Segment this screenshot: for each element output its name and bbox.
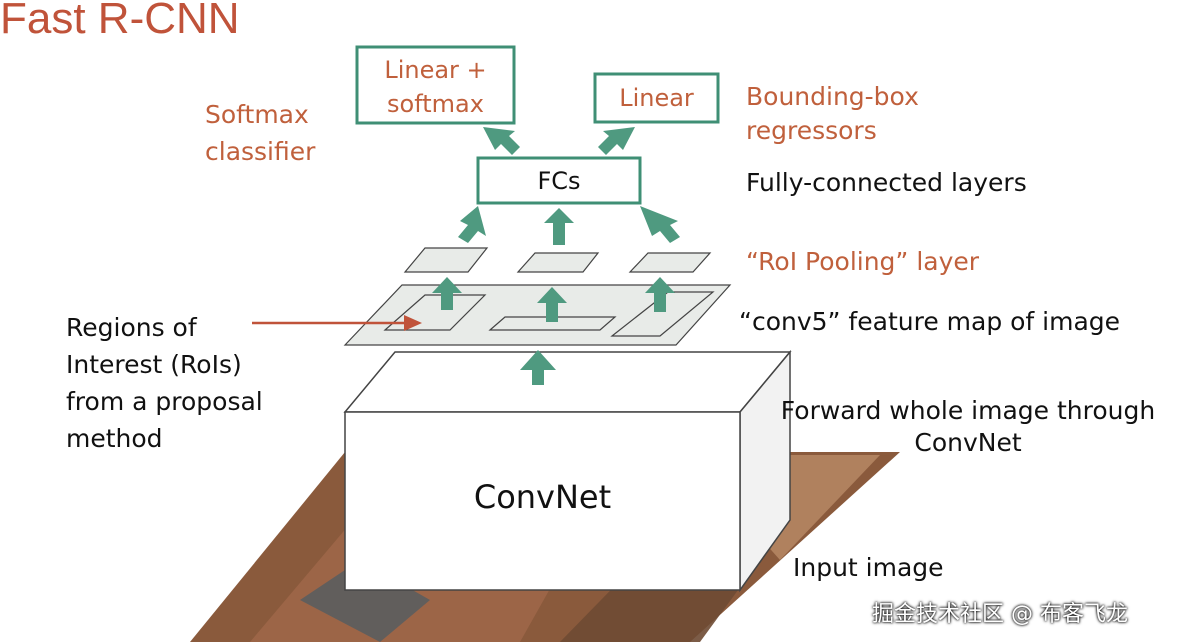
arrow-up-icon (598, 127, 635, 155)
fcs-box (476, 156, 642, 205)
fcs-label: FCs (537, 167, 581, 195)
regions-of-interest-label: Regions of Interest (RoIs) from a propos… (66, 313, 263, 453)
roi-pooling-tiles (403, 247, 712, 273)
roi-region-3 (610, 291, 715, 337)
arrow-up-icon (520, 350, 556, 385)
linear-softmax-box (355, 45, 516, 125)
linear-box (593, 72, 720, 124)
fully-connected-label: Fully-connected layers (746, 168, 1027, 197)
watermark: 掘金技术社区 @ 布客飞龙 (872, 602, 1128, 627)
roi-pooling-label: “RoI Pooling” layer (746, 247, 980, 276)
roi-region-1 (383, 294, 487, 331)
arrow-up-icon (483, 127, 520, 155)
arrow-up-icon (645, 277, 675, 312)
forward-label: Forward whole image through ConvNet (780, 396, 1156, 457)
arrow-right-icon (404, 315, 422, 331)
arrow-up-icon (537, 287, 567, 322)
convnet-block (343, 349, 792, 593)
roi-region-2 (488, 316, 617, 331)
linear-softmax-label: Linear + softmax (384, 56, 487, 118)
softmax-classifier-label: Softmax classifier (205, 100, 316, 166)
linear-label: Linear (619, 84, 694, 112)
convnet-label: ConvNet (473, 478, 612, 516)
arrow-up-icon (432, 277, 462, 310)
arrow-up-icon (458, 206, 486, 243)
flow-arrows (432, 127, 680, 385)
conv5-label: “conv5” feature map of image (739, 307, 1121, 336)
arrow-up-icon (544, 208, 574, 245)
conv5-feature-map (343, 284, 732, 346)
bbox-regressors-label: Bounding-box regressors (746, 82, 919, 145)
input-image-label: Input image (793, 553, 944, 582)
page-title: Fast R-CNN (0, 0, 240, 43)
arrow-up-icon (640, 206, 680, 243)
